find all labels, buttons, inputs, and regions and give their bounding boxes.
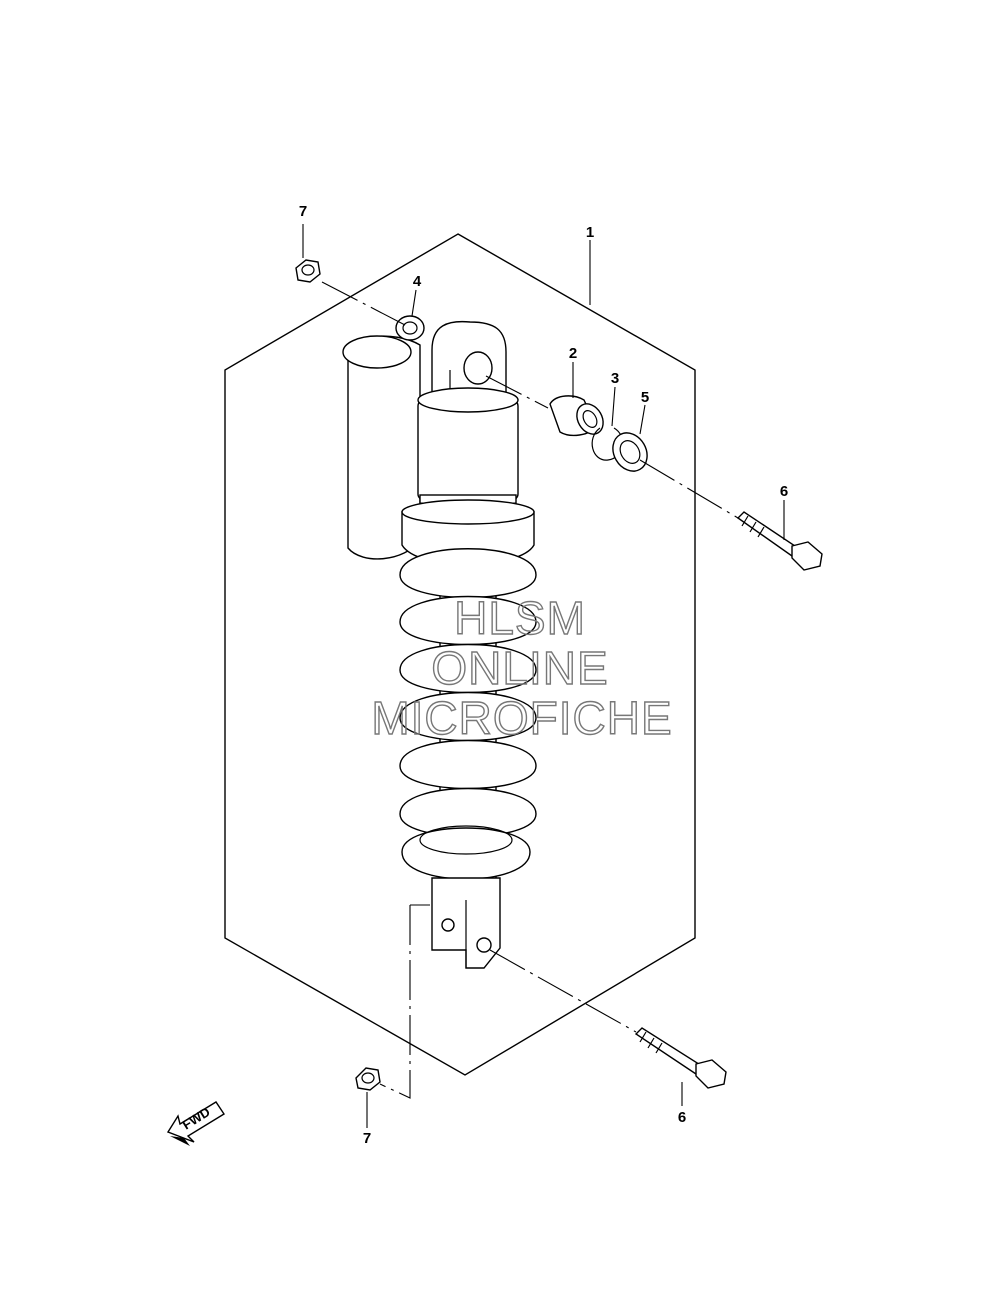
watermark-line-1: HLSM [454,592,586,644]
callout-6-top: 6 [780,483,788,500]
shock-body [401,387,535,566]
leader-lines [302,224,785,1128]
callout-2: 2 [569,345,577,362]
callout-5: 5 [641,389,649,406]
watermark-line-2: ONLINE [431,642,608,694]
bolt-top [736,511,823,571]
nut-bottom [355,1067,381,1091]
assembly-outline [224,233,696,1076]
guide-lines [321,281,739,1099]
callout-3: 3 [611,370,619,387]
upper-washer [395,315,425,341]
callout-7-bottom: 7 [363,1130,371,1147]
callout-6-bottom: 6 [678,1109,686,1126]
nut-top [295,259,321,283]
callout-4: 4 [413,273,422,290]
callout-1: 1 [586,224,594,241]
bolt-bottom [634,1027,727,1089]
watermark-line-3: MICROFICHE [371,692,672,744]
bushing [549,395,604,437]
lower-clevis [431,877,501,969]
washer [612,432,648,472]
upper-mount-eye [431,320,507,412]
reservoir [342,335,421,560]
callout-7-top: 7 [299,203,307,220]
fwd-arrow: FWD [166,1101,225,1146]
coil-spring [399,548,537,891]
